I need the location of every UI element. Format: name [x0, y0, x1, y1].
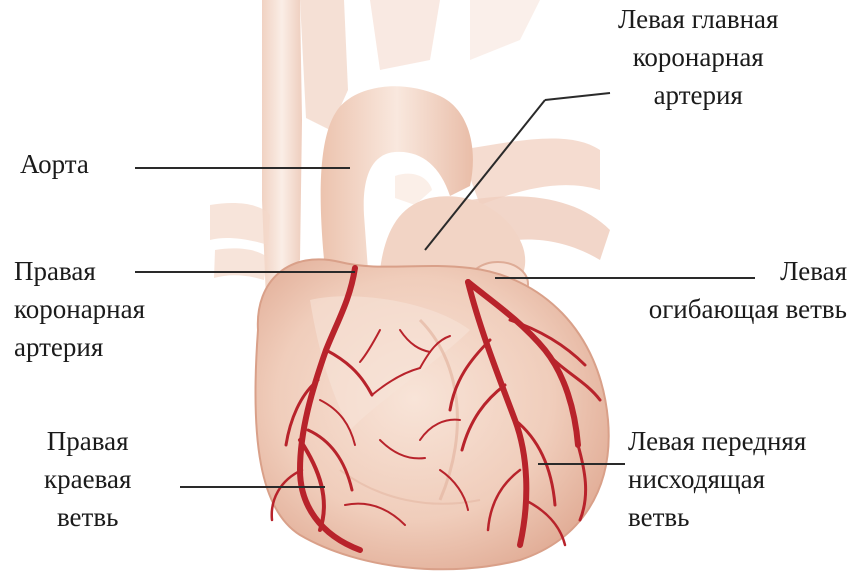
label-left-anterior-descending-branch: Левая передняя нисходящая ветвь	[628, 422, 806, 536]
label-line: Левая передняя	[628, 422, 806, 460]
label-line: артерия	[14, 328, 145, 366]
label-aorta: Аорта	[20, 145, 89, 183]
label-line: Левая	[649, 252, 847, 290]
label-line: огибающая ветвь	[649, 290, 847, 328]
label-right-coronary-artery: Правая коронарная артерия	[14, 252, 145, 366]
leader-left-main	[545, 93, 610, 100]
label-line: ветвь	[44, 498, 131, 536]
label-line: Аорта	[20, 145, 89, 183]
label-line: Правая	[44, 422, 131, 460]
label-left-main-coronary-artery: Левая главная коронарная артерия	[618, 0, 778, 114]
label-left-circumflex-branch: Левая огибающая ветвь	[649, 252, 847, 328]
label-line: Правая	[14, 252, 145, 290]
label-line: краевая	[44, 460, 131, 498]
label-line: ветвь	[628, 498, 806, 536]
label-line: артерия	[618, 76, 778, 114]
label-line: коронарная	[14, 290, 145, 328]
label-line: Левая главная	[618, 0, 778, 38]
label-line: коронарная	[618, 38, 778, 76]
label-right-marginal-branch: Правая краевая ветвь	[44, 422, 131, 536]
label-line: нисходящая	[628, 460, 806, 498]
